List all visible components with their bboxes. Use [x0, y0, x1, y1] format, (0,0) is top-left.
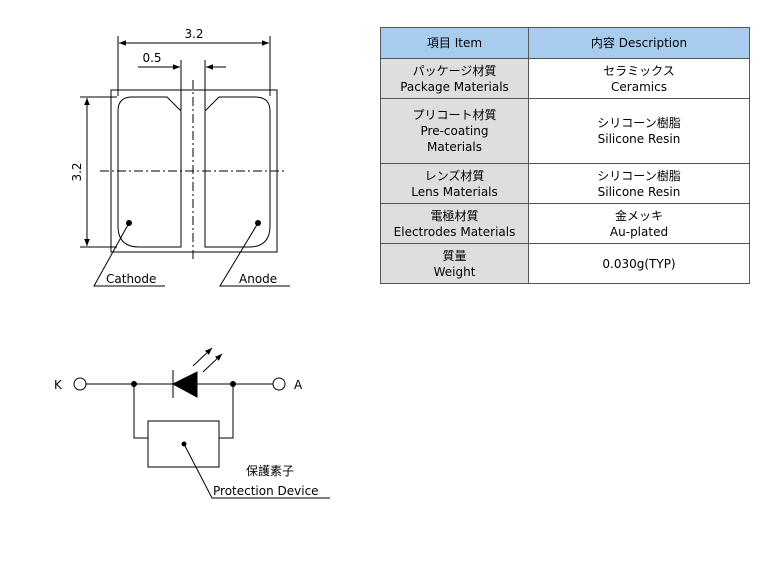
protection-leader [183, 443, 330, 499]
a-terminal [272, 377, 286, 391]
table-header-row: 項目 Item 内容 Description [380, 27, 750, 59]
k-terminal [73, 377, 87, 391]
cathode-pad [117, 96, 182, 248]
row-description: シリコーン樹脂 Silicone Resin [528, 163, 750, 204]
width-label: 3.2 [184, 27, 203, 41]
a-label: A [294, 378, 303, 392]
row-description: シリコーン樹脂 Silicone Resin [528, 98, 750, 164]
emission-arrow-1 [192, 347, 213, 367]
table-row: パッケージ材質 Package Materials セラミックス Ceramic… [380, 58, 750, 99]
table-row: レンズ材質 Lens Materials シリコーン樹脂 Silicone Re… [380, 163, 750, 204]
led-diode-symbol [171, 371, 198, 398]
table-row: 電極材質 Electrodes Materials 金メッキ Au-plated [380, 203, 750, 244]
package-outline-drawing [80, 36, 290, 287]
cathode-label: Cathode [106, 272, 156, 286]
protection-label-en: Protection Device [213, 484, 319, 498]
row-description: 0.030g(TYP) [528, 243, 750, 284]
cathode-leader [93, 222, 165, 287]
equivalent-circuit [73, 347, 330, 499]
k-label: K [54, 378, 63, 392]
row-item: パッケージ材質 Package Materials [380, 58, 529, 99]
height-label: 3.2 [70, 162, 84, 181]
table-row: 質量 Weight 0.030g(TYP) [380, 243, 750, 284]
pad-gap-label: 0.5 [142, 51, 161, 65]
emission-arrow-2 [202, 353, 223, 373]
row-item: 電極材質 Electrodes Materials [380, 203, 529, 244]
header-item: 項目 Item [380, 27, 529, 59]
row-item: 質量 Weight [380, 243, 529, 284]
row-item: プリコート材質 Pre-coating Materials [380, 98, 529, 164]
anode-label: Anode [239, 272, 277, 286]
header-description: 内容 Description [528, 27, 750, 59]
material-spec-table: 項目 Item 内容 Description パッケージ材質 Package M… [380, 27, 750, 284]
protection-label-jp: 保護素子 [246, 463, 294, 478]
anode-leader [219, 222, 290, 287]
anode-pad [204, 96, 271, 248]
row-item: レンズ材質 Lens Materials [380, 163, 529, 204]
row-description: セラミックス Ceramics [528, 58, 750, 99]
table-row: プリコート材質 Pre-coating Materials シリコーン樹脂 Si… [380, 98, 750, 164]
row-description: 金メッキ Au-plated [528, 203, 750, 244]
